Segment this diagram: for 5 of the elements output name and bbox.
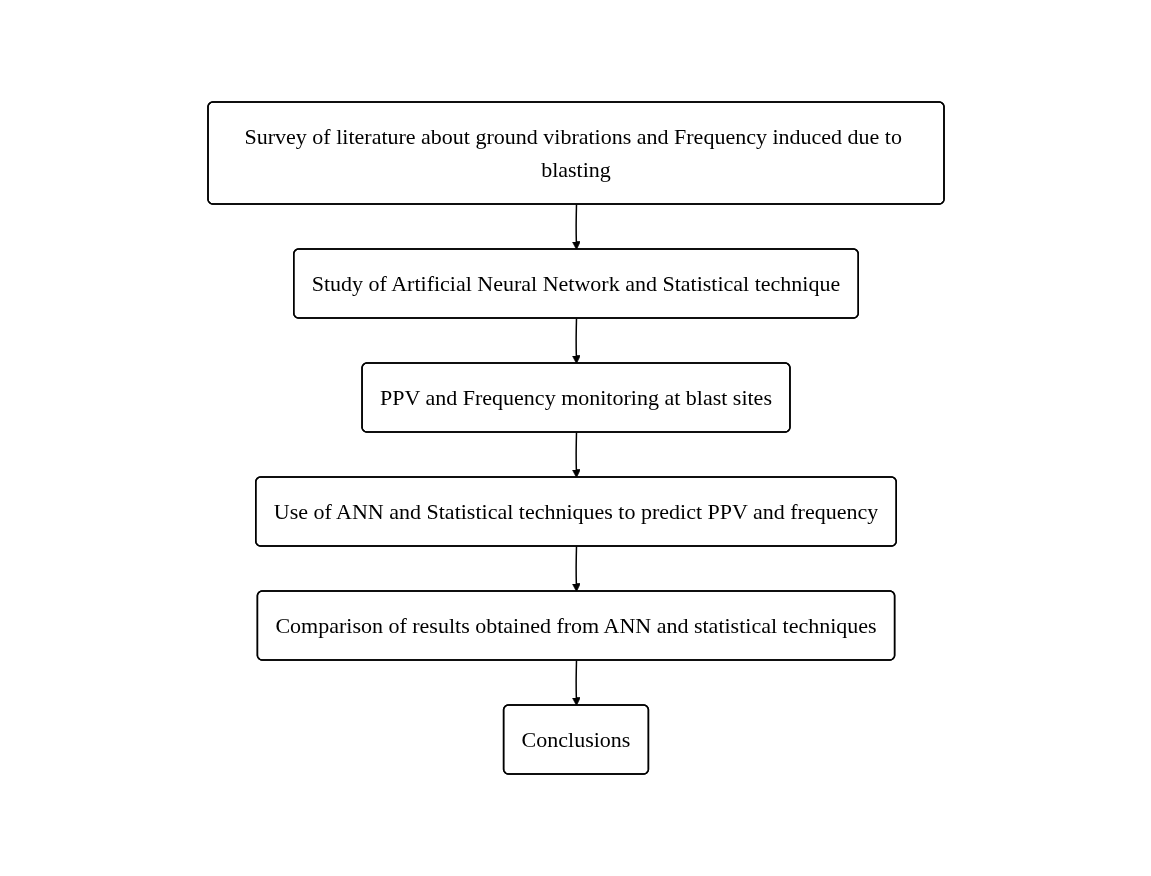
arrow (571, 659, 581, 706)
arrow (571, 545, 581, 592)
arrow (571, 317, 581, 364)
arrow (571, 431, 581, 478)
arrow (571, 203, 581, 250)
